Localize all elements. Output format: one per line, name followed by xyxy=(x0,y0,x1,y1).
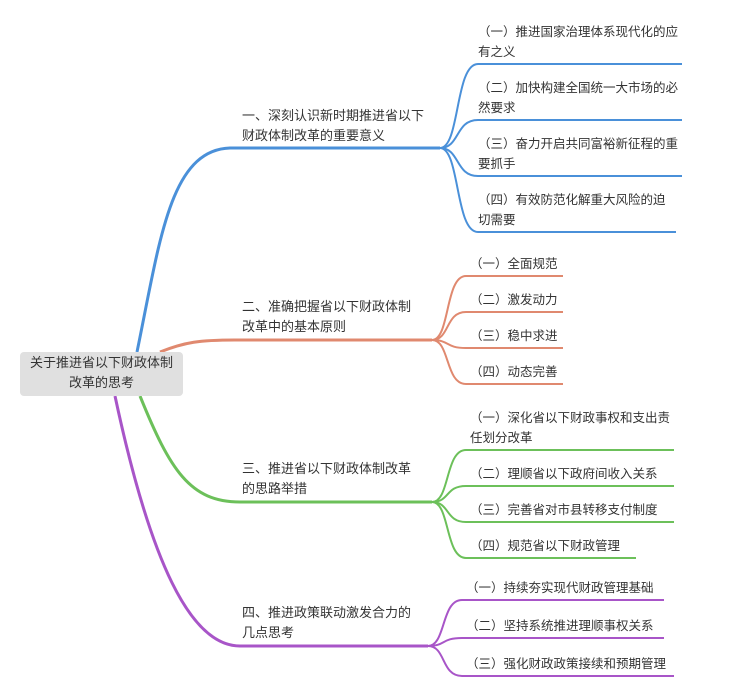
leaf-node-4-1-label: （一）持续夯实现代财政管理基础 xyxy=(466,580,654,595)
leaf-node-3-3-label: （三）完善省对市县转移支付制度 xyxy=(470,502,658,517)
branch-node-1-label: 一、深刻认识新时期推进省以下财政体制改革的重要意义 xyxy=(242,109,425,144)
connector-branch-1-leaf-4 xyxy=(439,147,676,233)
leaf-node-1-1-label: （一）推进国家治理体系现代化的应有之义 xyxy=(478,24,679,59)
leaf-node-3-4-label: （四）规范省以下财政管理 xyxy=(470,538,621,553)
leaf-node-2-4-label: （四）动态完善 xyxy=(470,364,558,379)
root-node[interactable]: 关于推进省以下财政体制改革的思考 xyxy=(20,352,183,396)
connector-root-branch-3 xyxy=(138,395,432,504)
leaf-node-3-4[interactable]: （四）规范省以下财政管理 xyxy=(470,536,620,556)
leaf-node-1-3-label: （三）奋力开启共同富裕新征程的重要抓手 xyxy=(478,136,679,171)
connector-branch-2-leaf-4 xyxy=(431,339,563,385)
connector-branch-1-leaf-1 xyxy=(439,63,682,149)
connector-branch-1-leaf-3 xyxy=(439,147,682,177)
connector-branch-3-leaf-2 xyxy=(431,485,674,503)
leaf-node-1-1[interactable]: （一）推进国家治理体系现代化的应有之义 xyxy=(478,22,678,62)
leaf-node-4-2[interactable]: （二）坚持系统推进理顺事权关系 xyxy=(466,616,654,636)
connector-branch-4-leaf-1 xyxy=(427,599,664,647)
branch-node-3[interactable]: 三、推进省以下财政体制改革的思路举措 xyxy=(242,460,422,500)
connector-branch-1-leaf-2 xyxy=(439,119,682,149)
leaf-node-2-2-label: （二）激发动力 xyxy=(470,292,558,307)
connector-root-branch-2 xyxy=(159,338,432,354)
leaf-node-2-4[interactable]: （四）动态完善 xyxy=(470,362,558,382)
leaf-node-1-4[interactable]: （四）有效防范化解重大风险的迫切需要 xyxy=(478,190,673,230)
leaf-node-1-2[interactable]: （二）加快构建全国统一大市场的必然要求 xyxy=(478,78,678,118)
leaf-node-4-3[interactable]: （三）强化财政政策接续和预期管理 xyxy=(466,654,666,674)
leaf-node-2-2[interactable]: （二）激发动力 xyxy=(470,290,558,310)
branch-node-2[interactable]: 二、准确把握省以下财政体制改革中的基本原则 xyxy=(242,298,422,338)
leaf-node-2-1[interactable]: （一）全面规范 xyxy=(470,254,558,274)
leaf-node-4-2-label: （二）坚持系统推进理顺事权关系 xyxy=(466,618,654,633)
connector-branch-4-leaf-2 xyxy=(427,637,664,647)
leaf-node-1-4-label: （四）有效防范化解重大风险的迫切需要 xyxy=(478,192,666,227)
leaf-node-3-2[interactable]: （二）理顺省以下政府间收入关系 xyxy=(470,464,658,484)
leaf-node-2-3-label: （三）稳中求进 xyxy=(470,328,558,343)
leaf-node-1-2-label: （二）加快构建全国统一大市场的必然要求 xyxy=(478,80,679,115)
branch-node-4-label: 四、推进政策联动激发合力的几点思考 xyxy=(242,606,412,641)
connector-branch-3-leaf-4 xyxy=(431,501,636,559)
leaf-node-4-1[interactable]: （一）持续夯实现代财政管理基础 xyxy=(466,578,654,598)
connector-branch-4-leaf-3 xyxy=(427,645,674,677)
branch-node-2-label: 二、准确把握省以下财政体制改革中的基本原则 xyxy=(242,300,412,335)
branch-node-1[interactable]: 一、深刻认识新时期推进省以下财政体制改革的重要意义 xyxy=(242,107,430,147)
connector-branch-2-leaf-2 xyxy=(431,311,563,341)
connector-branch-3-leaf-1 xyxy=(431,449,674,503)
root-node-label: 关于推进省以下财政体制改革的思考 xyxy=(29,356,173,391)
leaf-node-3-1-label: （一）深化省以下财政事权和支出责任划分改革 xyxy=(470,410,671,445)
leaf-node-3-1[interactable]: （一）深化省以下财政事权和支出责任划分改革 xyxy=(470,408,672,448)
leaf-node-2-3[interactable]: （三）稳中求进 xyxy=(470,326,558,346)
leaf-node-4-3-label: （三）强化财政政策接续和预期管理 xyxy=(466,656,667,671)
connector-root-branch-4 xyxy=(113,395,428,648)
branch-node-3-label: 三、推进省以下财政体制改革的思路举措 xyxy=(242,462,412,497)
connector-branch-2-leaf-1 xyxy=(431,275,563,341)
connector-root-branch-1 xyxy=(135,146,440,353)
leaf-node-1-3[interactable]: （三）奋力开启共同富裕新征程的重要抓手 xyxy=(478,134,678,174)
leaf-node-2-1-label: （一）全面规范 xyxy=(470,256,558,271)
branch-node-4[interactable]: 四、推进政策联动激发合力的几点思考 xyxy=(242,604,422,644)
leaf-node-3-3[interactable]: （三）完善省对市县转移支付制度 xyxy=(470,500,658,520)
leaf-node-3-2-label: （二）理顺省以下政府间收入关系 xyxy=(470,466,658,481)
